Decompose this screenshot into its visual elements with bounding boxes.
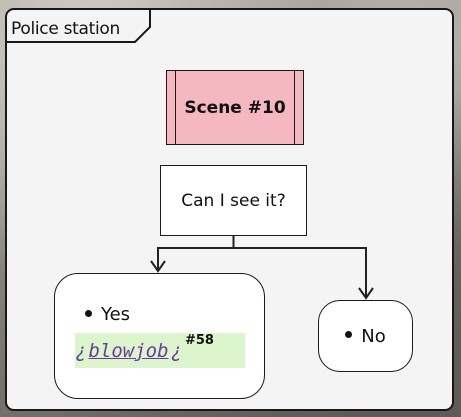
scene-node-left-bar [175,71,176,144]
choice-yes-label: Yes [101,304,131,325]
choice-yes: Yes [85,304,130,325]
scene-link[interactable]: ¿blowjob¿#58 [75,333,245,368]
frame-title-tab [6,10,151,43]
link-close-mark: ¿ [170,339,182,362]
bullet-icon [85,309,92,317]
choice-no-node[interactable]: No [318,300,413,372]
question-label: Can I see it? [181,190,286,211]
choice-yes-node[interactable]: Yes ¿blowjob¿#58 [54,273,265,399]
scene-node[interactable]: Scene #10 [166,70,304,145]
scene-label: Scene #10 [184,97,286,118]
frame-title: Police station [11,19,121,39]
link-open-mark: ¿ [75,339,87,362]
arrowhead-no [358,287,374,300]
question-node[interactable]: Can I see it? [160,165,307,236]
link-reference: #58 [184,333,214,348]
arrowhead-yes [150,260,166,273]
scene-node-right-bar [294,71,295,144]
link-text[interactable]: blowjob [88,339,169,362]
bullet-icon [345,331,353,338]
choice-no-label: No [361,325,386,347]
choice-no: No [345,325,386,347]
